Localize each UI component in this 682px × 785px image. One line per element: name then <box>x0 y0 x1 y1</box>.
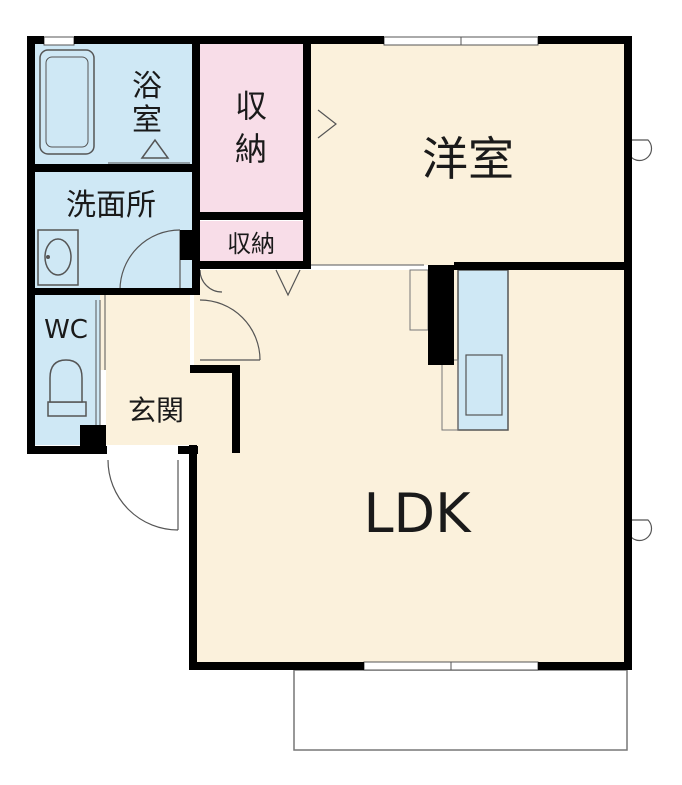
storage-large-fill <box>200 43 303 213</box>
ldk-label: LDK <box>363 482 472 545</box>
outlet-marker-bottom <box>630 519 653 542</box>
wall-right <box>624 36 632 670</box>
wall-top-right <box>538 36 632 44</box>
hall-door-swing <box>199 299 261 361</box>
bath-drain-icon <box>140 138 170 159</box>
storage-small-fill <box>200 221 303 261</box>
toilet-tank <box>47 401 87 417</box>
wall-wc-pillar <box>80 425 106 453</box>
washroom-label: 洗面所 <box>66 188 156 223</box>
bath-label-2: 室 <box>132 103 162 138</box>
bathtub-inner <box>45 56 89 148</box>
wall-left-upper <box>27 36 35 454</box>
storage-large-label-2: 納 <box>235 130 267 168</box>
entrance-door-swing <box>107 459 179 531</box>
wall-entrance-top <box>190 365 238 373</box>
wall-storage-bottom <box>192 261 311 269</box>
wall-bottom-left <box>189 662 364 670</box>
sink-tap-icon <box>46 255 50 259</box>
wall-entrance-bottom <box>178 446 198 454</box>
balcony-outline <box>293 669 628 751</box>
outlet-marker-top <box>630 139 653 162</box>
storage-door-small-swing <box>199 269 223 293</box>
wall-washroom-pillar <box>180 230 194 260</box>
storage-door-marker <box>275 269 301 297</box>
wall-lower-left-bottom <box>27 446 107 454</box>
wc-label: WC <box>44 315 88 345</box>
western-room-door-marker <box>317 109 337 139</box>
wall-western-bottom <box>454 262 632 270</box>
wall-washroom-bottom <box>27 288 200 295</box>
wall-entrance-right <box>232 365 240 453</box>
kitchen-wall-block <box>428 265 454 365</box>
kitchen-sink <box>465 354 503 416</box>
wall-top-mid <box>74 36 384 44</box>
ldk-fill <box>194 270 624 665</box>
washroom-door-swing <box>119 229 181 291</box>
entrance-fill <box>106 370 202 445</box>
storage-large-label-1: 収 <box>235 87 267 125</box>
western-room-fill <box>311 43 624 265</box>
sink-basin <box>44 238 72 276</box>
bath-label-1: 浴 <box>132 69 162 104</box>
western-room-label: 洋室 <box>422 132 514 186</box>
wall-bath-bottom <box>27 164 200 172</box>
wall-storage-right <box>303 36 311 268</box>
toilet-bowl <box>49 359 83 403</box>
wall-bottom-right <box>538 662 632 670</box>
window-bath <box>43 36 75 46</box>
wall-storage-mid <box>192 212 311 220</box>
wall-ldk-left <box>189 445 197 670</box>
wall-top-left <box>27 36 44 44</box>
hallway-fill <box>100 295 190 370</box>
storage-small-label: 収納 <box>227 230 275 258</box>
bathtub <box>39 49 95 155</box>
entrance-label: 玄関 <box>128 394 184 427</box>
